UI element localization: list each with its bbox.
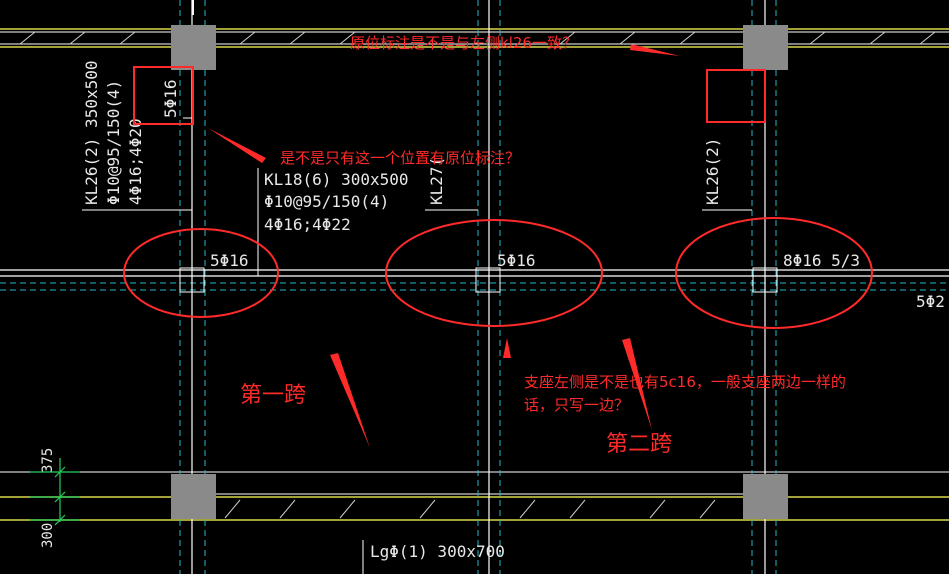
lg5-label: LgΦ(1) 300x700 <box>370 542 505 561</box>
column-mid-left <box>179 267 205 293</box>
column-bottom-right <box>743 474 788 519</box>
column-mid-center <box>475 267 501 293</box>
circle-support-right <box>675 217 873 329</box>
circle-support-mid <box>385 219 603 327</box>
column-bottom-left <box>171 474 216 519</box>
arrow-span1 <box>330 353 370 448</box>
column-mid-right <box>752 267 778 293</box>
arrow-span2 <box>622 338 652 430</box>
top-wall <box>0 28 949 48</box>
support-right-rebar: 8Φ16 5/3 <box>783 251 860 270</box>
bottom-wall <box>0 471 949 521</box>
kl26-left-top-rebar: 5Φ16 <box>161 79 180 118</box>
kl26-left-line2: Φ10@95/150(4) <box>104 80 123 205</box>
columns <box>171 25 788 519</box>
arrow-mid <box>208 128 266 163</box>
highlight-box-left <box>133 66 194 125</box>
kl18-line2: Φ10@95/150(4) <box>264 192 389 211</box>
kl26-right-label: KL26(2) <box>703 138 722 205</box>
arrow-top <box>630 44 680 56</box>
highlight-box-right <box>706 69 766 123</box>
column-top-right <box>743 25 788 70</box>
dim-375: 375 <box>40 448 56 473</box>
circle-support-left <box>123 228 279 318</box>
note-right-line2: 话，只写一边？ <box>524 396 629 414</box>
kl18-line3: 4Φ16;4Φ22 <box>264 215 351 234</box>
kl27-label: KL27( <box>427 157 446 205</box>
red-markup <box>123 66 873 329</box>
dimension-line <box>30 458 80 526</box>
label-span1: 第一跨 <box>240 383 306 408</box>
kl18-line1: KL18(6) 300x500 <box>264 170 409 189</box>
support-left-rebar: 5Φ16 <box>210 251 249 270</box>
red-arrows <box>208 44 680 448</box>
note-top-question: 原位标注是不是与左侧kl26一致？ <box>350 34 577 52</box>
label-span2: 第二跨 <box>606 432 672 457</box>
support-mid-rebar: 5Φ16 <box>497 251 536 270</box>
arrow-small <box>503 338 511 358</box>
note-mid-question: 是不是只有这一个位置有原位标注？ <box>280 149 520 167</box>
edge-right-rebar: 5Φ2 <box>916 292 945 311</box>
kl26-left-line1: KL26(2) 350x500 <box>82 61 101 206</box>
dim-300: 300 <box>40 523 56 548</box>
note-right-line1: 支座左侧是不是也有5c16，一般支座两边一样的 <box>524 373 846 391</box>
column-top-left <box>171 25 216 70</box>
kl26-left-line3: 4Φ16;4Φ20 <box>126 118 145 205</box>
